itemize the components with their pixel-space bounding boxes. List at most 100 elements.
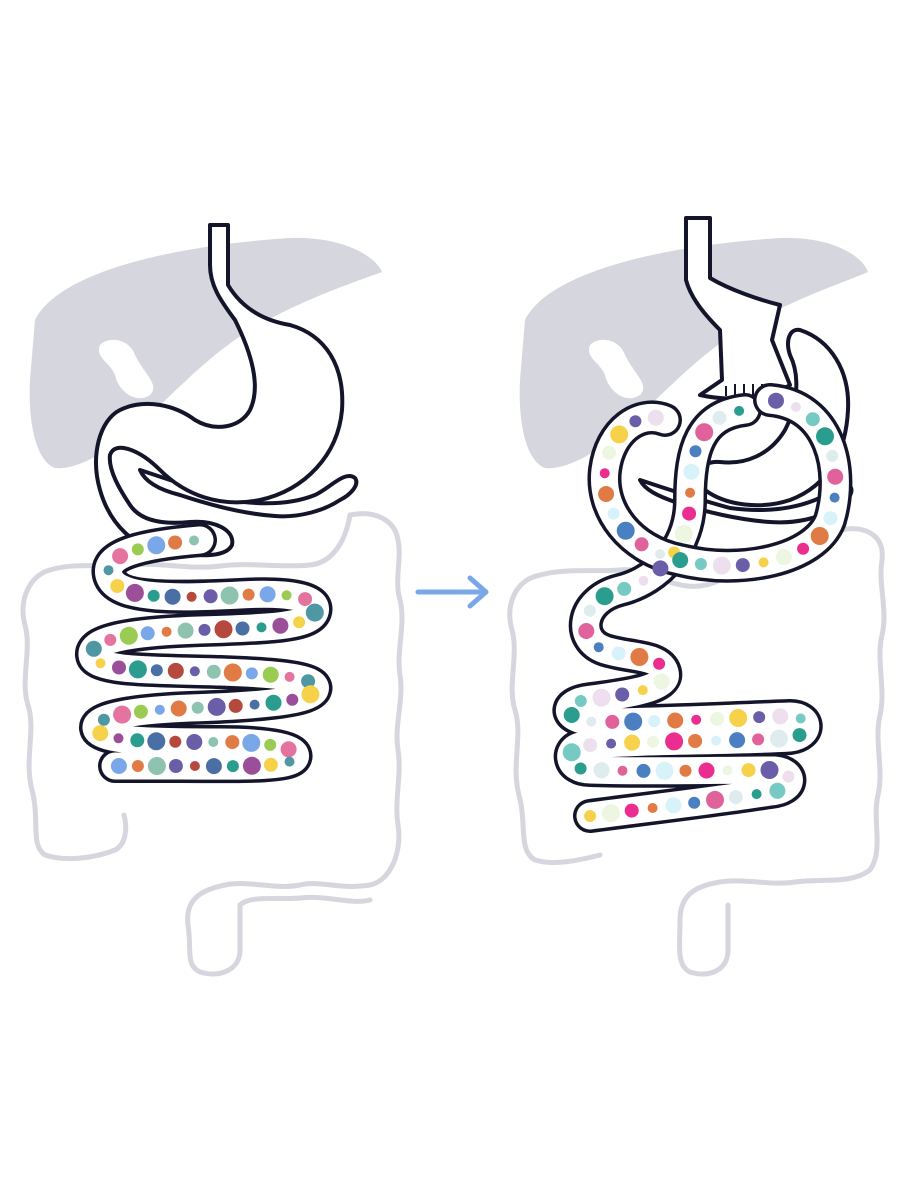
- microbe-dot: [284, 756, 295, 767]
- microbe-dot: [256, 622, 267, 633]
- microbe-dot: [729, 732, 746, 749]
- microbe-dot: [592, 688, 611, 707]
- microbe-dot: [169, 735, 182, 748]
- microbe-dot: [617, 765, 628, 776]
- microbe-dot: [95, 658, 106, 669]
- microbe-dot: [805, 412, 820, 427]
- microbe-dot: [667, 712, 684, 729]
- microbe-dot: [583, 604, 596, 617]
- microbe-dot: [583, 738, 598, 753]
- microbe-dot: [760, 761, 779, 779]
- microbe-dot: [683, 463, 700, 480]
- microbe-dot: [119, 626, 138, 645]
- microbe-dot: [795, 713, 806, 724]
- microbe-dot: [768, 392, 784, 409]
- microbe-dot: [629, 415, 642, 428]
- microbe-dot: [191, 701, 204, 714]
- microbe-dot: [235, 621, 250, 636]
- microbe-dot: [125, 583, 144, 602]
- microbe-dot: [679, 764, 692, 777]
- microbe-dot: [647, 409, 664, 426]
- microbe-dot: [607, 507, 620, 520]
- microbe-dot: [147, 536, 166, 555]
- microbe-dot: [753, 711, 766, 724]
- microbe-dot: [140, 626, 155, 641]
- microbe-dot: [147, 732, 166, 751]
- microbe-dot: [168, 535, 183, 550]
- microbe-dot: [682, 506, 697, 521]
- microbe-dot: [130, 733, 145, 748]
- microbe-dot: [578, 623, 595, 639]
- microbe-dot: [301, 685, 320, 704]
- microbe-dot: [198, 623, 211, 636]
- microbe-dot: [624, 712, 643, 731]
- microbe-dot: [655, 761, 674, 780]
- microbe-dot: [203, 589, 218, 604]
- microbe-dot: [598, 486, 615, 502]
- microbe-dot: [110, 758, 127, 774]
- microbe-dot: [249, 699, 260, 710]
- microbe-dot: [245, 667, 258, 680]
- microbe-dot: [637, 685, 648, 696]
- microbe-dot: [775, 549, 792, 566]
- microbe-dot: [206, 664, 221, 679]
- microbe-dot: [711, 735, 722, 746]
- microbe-dot: [97, 713, 110, 726]
- microbe-dot: [638, 575, 649, 586]
- microbe-dot: [242, 588, 255, 601]
- microbe-dot: [305, 603, 324, 622]
- microbe-dot: [655, 549, 666, 560]
- microbe-dot: [792, 728, 807, 743]
- microbe-dot: [574, 762, 587, 775]
- microbe-cluster: [85, 535, 324, 775]
- microbe-dot: [286, 693, 299, 706]
- microbe-dot: [689, 445, 702, 458]
- microbe-dot: [263, 757, 278, 772]
- microbe-dot: [728, 790, 743, 805]
- microbe-dot: [751, 789, 762, 800]
- microbe-dot: [272, 617, 289, 634]
- microbe-dot: [790, 402, 801, 412]
- arrow-right-icon: [415, 575, 489, 609]
- microbe-dot: [617, 581, 632, 596]
- normal-anatomy-panel: [20, 223, 405, 977]
- microbe-dot: [189, 666, 200, 677]
- microbe-dot: [601, 804, 620, 823]
- microbe-dot: [154, 704, 165, 715]
- ascending-colon: [507, 572, 603, 865]
- microbe-dot: [797, 542, 810, 555]
- microbe-dot: [615, 687, 630, 702]
- stomach: [94, 223, 345, 558]
- microbe-dot: [262, 666, 279, 683]
- gallbladder: [588, 339, 644, 399]
- microbe-dot: [131, 543, 144, 556]
- microbe-dot: [133, 704, 148, 719]
- microbe-dot: [186, 734, 203, 750]
- microbe-dot: [741, 763, 756, 778]
- microbe-dot: [177, 622, 194, 639]
- microbe-dot: [653, 673, 670, 690]
- microbe-dot: [147, 589, 160, 602]
- microbe-dot: [826, 449, 839, 462]
- microbe-dot: [827, 468, 844, 485]
- microbe-dot: [770, 729, 788, 748]
- microbe-dot: [265, 694, 282, 711]
- microbe-dot: [584, 810, 597, 822]
- microbe-dot: [729, 709, 748, 727]
- microbe-dot: [164, 588, 181, 605]
- large-intestine: [676, 526, 887, 977]
- microbe-dot: [574, 695, 587, 707]
- microbe-dot: [829, 492, 840, 503]
- microbe-dot: [280, 741, 297, 758]
- microbe-dot: [110, 579, 125, 594]
- microbe-dot: [710, 711, 725, 726]
- microbe-dot: [220, 586, 239, 605]
- microbe-dot: [706, 790, 724, 809]
- microbe-dot: [810, 527, 829, 545]
- microbe-dot: [735, 558, 750, 573]
- microbe-dot: [113, 733, 124, 744]
- microbe-dot: [131, 760, 144, 772]
- liver: [519, 237, 868, 469]
- microbe-dot: [665, 797, 682, 814]
